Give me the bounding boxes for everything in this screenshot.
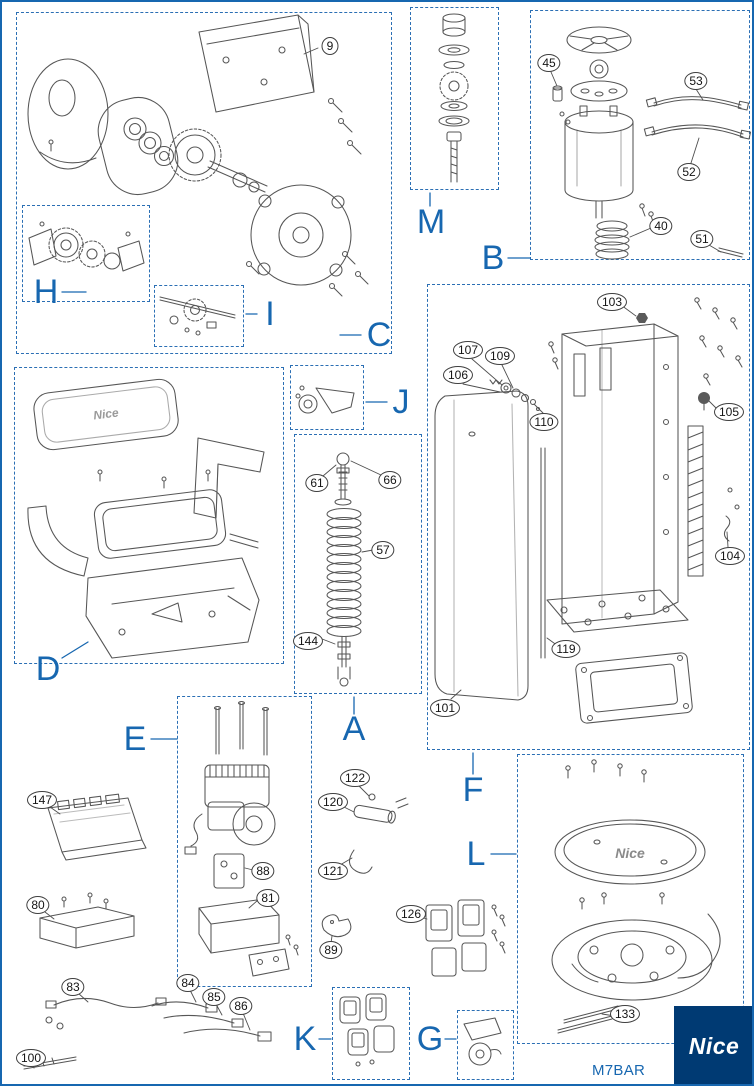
- section-leader-lines: [61, 192, 531, 1040]
- part-callout-104: 104: [714, 547, 746, 565]
- section-g-release-art: [463, 1017, 502, 1066]
- section-box-j: [290, 365, 364, 430]
- control-board-art: [47, 793, 147, 861]
- part-callout-119: 119: [551, 640, 581, 658]
- part-callout-133: 133: [609, 1005, 641, 1023]
- model-label: M7BAR: [592, 1062, 646, 1079]
- part-callout-66: 66: [378, 471, 402, 489]
- part-callout-53: 53: [684, 72, 708, 90]
- connector-blocks-art: [425, 899, 506, 977]
- part-callout-110: 110: [529, 413, 559, 431]
- section-label-e: E: [123, 720, 147, 758]
- section-box-d: [14, 367, 284, 664]
- part-callout-120: 120: [317, 793, 349, 811]
- section-label-j: J: [392, 383, 410, 421]
- part-callout-100: 100: [15, 1049, 47, 1067]
- section-label-g: G: [416, 1020, 444, 1058]
- nice-logo-text: Nice: [688, 1032, 740, 1059]
- part-callout-103: 103: [596, 293, 628, 311]
- part-callout-126: 126: [395, 905, 427, 923]
- part-callout-106: 106: [442, 366, 474, 384]
- section-m-bearing-stack-art: [438, 13, 470, 183]
- part-callout-83: 83: [61, 978, 85, 996]
- part-callout-86: 86: [229, 997, 253, 1015]
- section-box-g: [457, 1010, 514, 1080]
- section-e-drive-unit-art: [184, 700, 299, 977]
- section-i-shaft-art: [159, 296, 236, 336]
- section-label-m: M: [416, 203, 446, 241]
- section-label-b: B: [481, 239, 505, 277]
- part-callout-57: 57: [371, 541, 395, 559]
- section-a-spring-art: [326, 452, 362, 687]
- section-box-a: [294, 434, 422, 694]
- part-callout-121: 121: [317, 862, 349, 880]
- section-f-cabinet-art: [434, 297, 743, 724]
- part-callout-51: 51: [690, 230, 714, 248]
- part-callout-88: 88: [251, 862, 275, 880]
- callout-leader-lines: [36, 47, 729, 1061]
- part-callout-85: 85: [202, 988, 226, 1006]
- section-box-l: [517, 754, 744, 1044]
- section-label-d: D: [35, 650, 61, 688]
- part-callout-105: 105: [713, 403, 745, 421]
- section-box-f: [427, 284, 750, 750]
- part-callout-89: 89: [319, 941, 343, 959]
- section-k-caps-art: [339, 993, 395, 1067]
- part-callout-147: 147: [26, 791, 58, 809]
- dome-brand-text: Nice: [615, 845, 645, 861]
- nice-logo-block: Nice: [674, 1006, 752, 1084]
- part-callout-52: 52: [677, 163, 701, 181]
- section-label-k: K: [293, 1020, 317, 1058]
- part-callout-107: 107: [452, 341, 484, 359]
- part-callout-45: 45: [537, 54, 561, 72]
- lid-brand-text: Nice: [93, 405, 120, 422]
- section-label-i: I: [265, 295, 275, 333]
- section-h-gearset-art: [28, 221, 145, 272]
- section-box-e: [177, 696, 312, 987]
- section-label-a: A: [342, 710, 366, 748]
- section-d-cover-art: Nice: [27, 378, 265, 659]
- part-callout-122: 122: [339, 769, 371, 787]
- part-callout-81: 81: [256, 889, 280, 907]
- section-box-m: [410, 7, 499, 190]
- section-l-spring-box-art: Nice: [551, 759, 721, 1034]
- part-callout-9: 9: [321, 37, 339, 55]
- section-box-h: [22, 205, 150, 302]
- part-callout-40: 40: [649, 217, 673, 235]
- part-callout-144: 144: [292, 632, 324, 650]
- section-c-gearbox-art: [27, 14, 369, 297]
- section-label-f: F: [462, 771, 484, 809]
- section-j-latch-art: [295, 385, 355, 414]
- section-box-k: [332, 987, 410, 1080]
- pin-parts-art: [348, 793, 409, 874]
- section-label-h: H: [33, 273, 59, 311]
- part-callout-80: 80: [26, 896, 50, 914]
- part-callout-101: 101: [429, 699, 461, 717]
- part-callout-61: 61: [305, 474, 329, 492]
- section-label-c: C: [366, 316, 392, 354]
- section-b-motor-art: [552, 26, 752, 260]
- bracket-art: [39, 892, 135, 949]
- part-callout-84: 84: [176, 974, 200, 992]
- section-label-l: L: [466, 835, 486, 873]
- section-box-c: [16, 12, 392, 354]
- part-callout-109: 109: [484, 347, 516, 365]
- clip-part-art: [321, 914, 352, 938]
- section-box-i: [154, 285, 244, 347]
